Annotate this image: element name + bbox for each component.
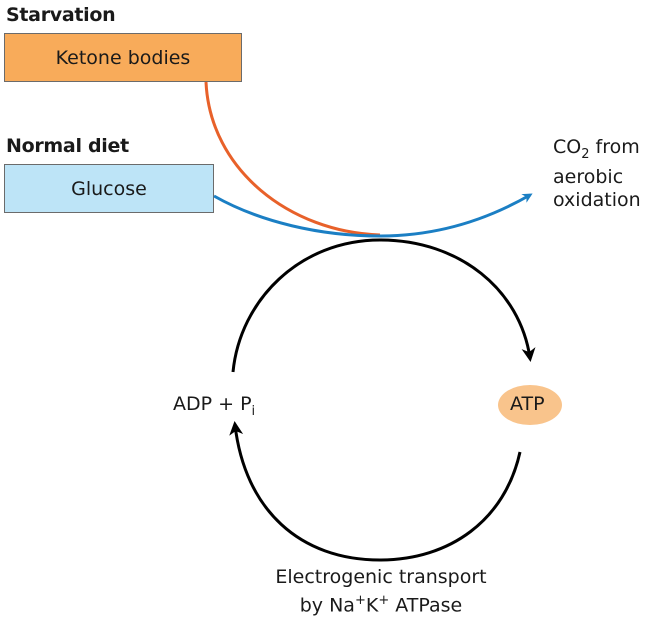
glucose-label: Glucose	[71, 177, 147, 200]
glucose-box: Glucose	[4, 164, 214, 213]
starvation-heading: Starvation	[6, 4, 116, 26]
ketone-bodies-label: Ketone bodies	[55, 46, 191, 69]
transport-label: Electrogenic transport by Na+K+ ATPase	[275, 566, 487, 617]
co2-label: CO2 from aerobic oxidation	[553, 136, 641, 211]
adp-pi-label: ADP + Pi	[173, 393, 256, 419]
cycle-arc-bottom	[229, 421, 522, 562]
ketone-bodies-box: Ketone bodies	[4, 33, 242, 82]
glucose-flow-line	[213, 193, 533, 238]
ketone-flow-line	[204, 81, 381, 237]
atp-label: ATP	[510, 393, 545, 415]
atp-ellipse	[498, 385, 562, 425]
normal-diet-heading: Normal diet	[6, 135, 129, 157]
cycle-arc-top	[231, 238, 536, 373]
